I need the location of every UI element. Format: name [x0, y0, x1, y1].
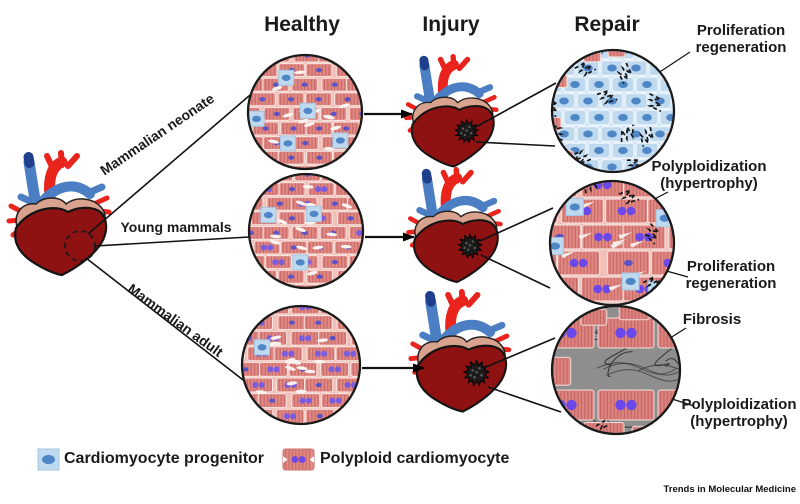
column-header-healthy: Healthy: [264, 13, 340, 36]
lesion-to-repair-connector: [475, 141, 556, 147]
annotation-proliferation-regeneration-2: Proliferation regeneration: [685, 258, 777, 292]
heart-illustration: [6, 150, 112, 277]
lesion-to-repair-connector: [487, 386, 562, 413]
infarct-lesion: [462, 359, 491, 387]
tissue-circle-myo: [247, 172, 365, 290]
row-label-young-mammals: Young mammals: [120, 219, 232, 235]
legend-label-progenitor: Cardiomyocyte progenitor: [64, 450, 265, 467]
column-header-injury: Injury: [422, 13, 480, 36]
journal-name: Trends in Molecular Medicine: [663, 484, 796, 495]
lesion-to-repair-connector: [479, 207, 554, 242]
lesion-to-repair-connector: [473, 82, 557, 129]
annotation-proliferation-regeneration-1: Proliferation regeneration: [695, 22, 787, 56]
group-connector-line: [85, 257, 248, 384]
tissue-circle-myo: [240, 304, 362, 426]
infarct-lesion: [453, 118, 480, 144]
injured-heart-illustration: [404, 54, 499, 168]
group-connector-line: [87, 89, 257, 235]
annotation-polyploidization-hypertrophy-2: Polyploidization (hypertrophy): [681, 396, 797, 430]
group-connector-line: [94, 236, 250, 247]
infarct-lesion: [457, 232, 484, 259]
injured-heart-illustration: [408, 289, 512, 413]
legend-label-polyploid: Polyploid cardiomyocyte: [320, 450, 510, 467]
lesion-to-repair-connector: [485, 337, 556, 368]
tissue-circle-myoBig: [548, 179, 676, 307]
lesion-to-repair-connector: [480, 254, 551, 289]
annotation-fibrosis: Fibrosis: [682, 311, 742, 328]
injured-heart-illustration: [406, 167, 503, 284]
polyploid-legend-icon: [282, 448, 315, 471]
annotation-polyploidization-hypertrophy-1: Polyploidization (hypertrophy): [651, 158, 767, 192]
progenitor-legend-icon: [37, 448, 60, 471]
column-header-repair: Repair: [574, 13, 640, 36]
